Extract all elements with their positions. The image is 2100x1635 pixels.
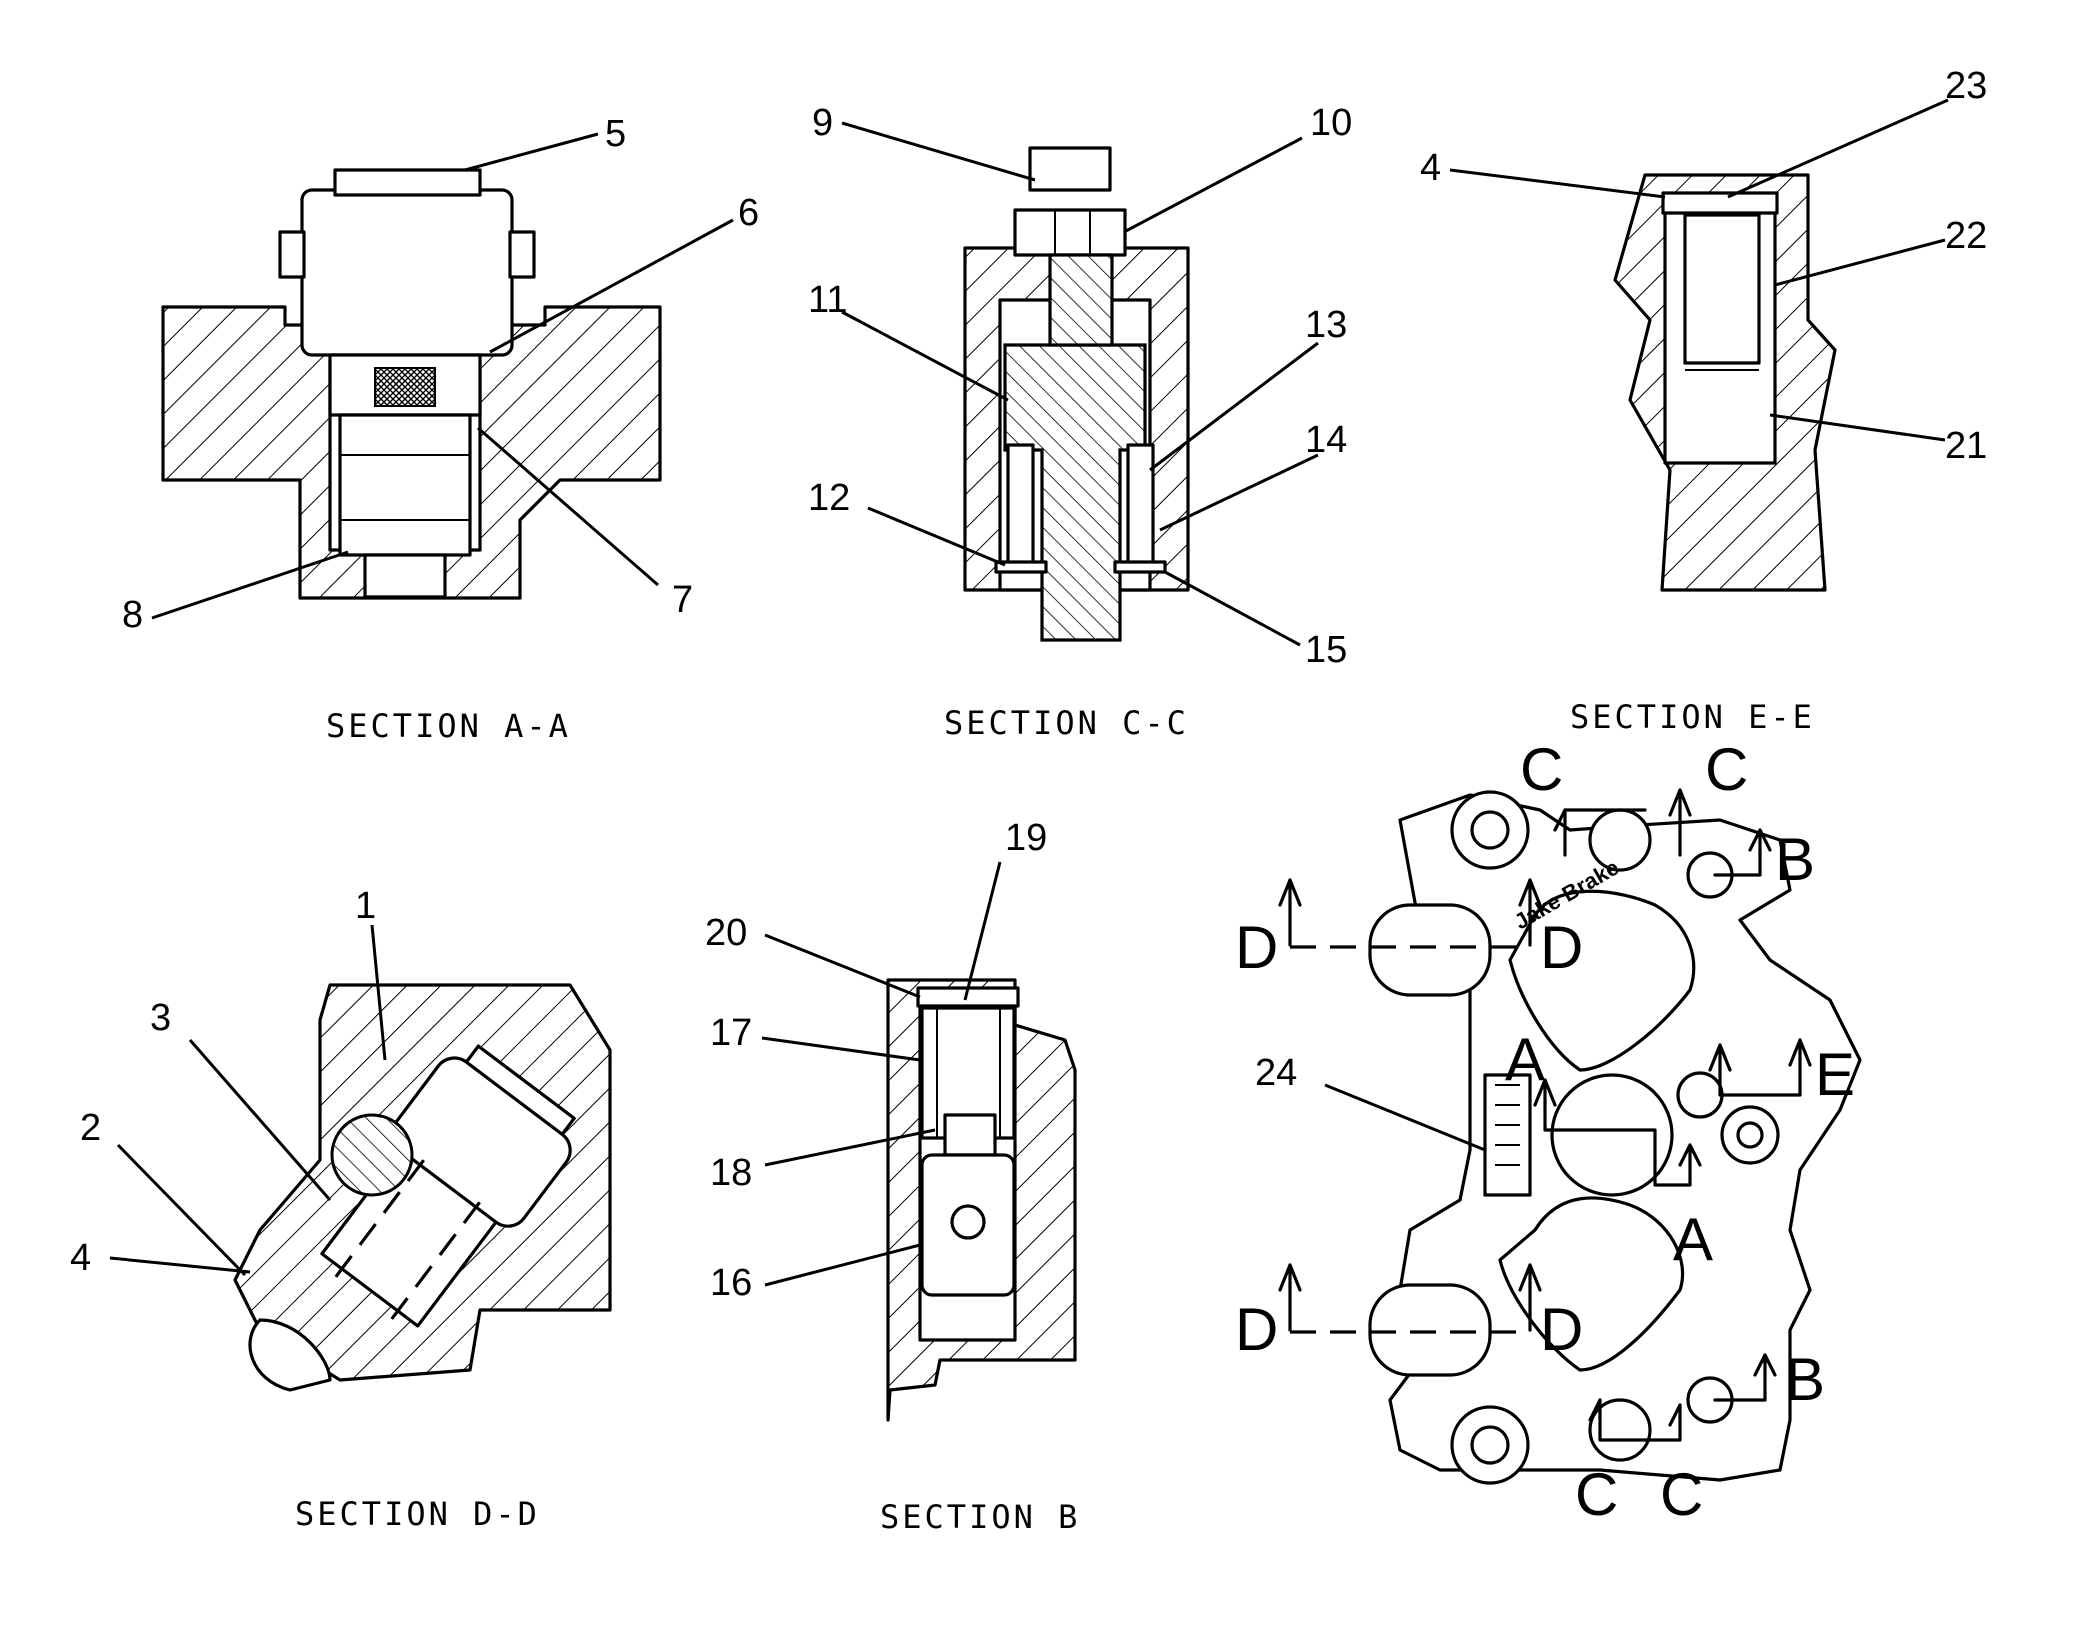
callout-9: 9 [812,102,833,144]
callout-16: 16 [710,1262,752,1304]
valve-cartridge [338,413,472,557]
callout-11: 11 [808,279,847,321]
callout-4: 4 [1420,147,1441,189]
plug-e [1676,1071,1724,1119]
callout-15: 15 [1305,629,1347,671]
section-title: SECTION B [880,1498,1080,1536]
callout-22: 22 [1945,215,1987,257]
valve-assembly [320,1044,576,1328]
section-c-c: 9 10 11 13 12 14 15 SECTION C-C [808,102,1352,742]
mark-d: D [1540,1296,1583,1363]
callout-3: 3 [150,997,171,1039]
section-title: SECTION A-A [326,707,571,745]
callout-18: 18 [710,1152,752,1194]
callout-14: 14 [1305,419,1347,461]
solenoid-body [300,188,514,357]
mark-e: E [1815,1041,1855,1108]
callout-4: 4 [70,1237,91,1279]
ball [330,1113,414,1197]
callout-1: 1 [355,885,376,927]
section-title: SECTION E-E [1570,698,1815,736]
spring-left [1006,443,1035,565]
callout-17: 17 [710,1012,752,1054]
spring-seat-right [1113,560,1167,574]
mark-a: A [1505,1026,1545,1093]
callout-5: 5 [605,113,626,155]
mark-d: D [1235,1296,1278,1363]
solenoid-terminal-left [278,230,306,279]
callout-23: 23 [1945,65,1987,107]
section-a-a: 5 6 7 8 SECTION A-A [122,113,759,745]
mark-b: B [1785,1346,1825,1413]
callout-20: 20 [705,912,747,954]
piston-cap [390,1056,572,1228]
callout-19: 19 [1005,817,1047,859]
callout-7: 7 [672,579,693,621]
connector [1483,1073,1532,1197]
callout-6: 6 [738,192,759,234]
lobe-upper [1508,889,1696,1072]
adjuster-stem [1028,146,1112,192]
section-b: 19 20 17 18 16 SECTION B [705,817,1080,1536]
callout-12: 12 [808,477,850,519]
piston-bore-upper [1368,903,1492,997]
spring-right [1126,443,1155,565]
screen-mesh [374,367,436,407]
section-e-e: 4 23 22 21 SECTION E-E [1420,65,1987,736]
callout-8: 8 [122,594,143,636]
top-view: Jake Brake C C B D D A E A D D B C C 24 [1235,736,1862,1528]
mark-c: C [1660,1461,1703,1528]
lobe-lower [1498,1196,1685,1372]
adjuster-hex [1588,1398,1652,1462]
valve-stem [943,1113,997,1157]
section-title: SECTION C-C [944,704,1189,742]
mark-d: D [1540,914,1583,981]
mark-b: B [1775,826,1815,893]
section-d-d: 1 3 2 4 SECTION D-D [70,885,612,1533]
mark-c: C [1705,736,1748,803]
spring-seat-left [994,560,1048,574]
solenoid-cap [333,168,482,197]
locknut [1013,208,1127,257]
section-title: SECTION D-D [295,1495,540,1533]
adjusting-screw [1048,253,1114,347]
end-plug [248,1318,332,1392]
mark-c: C [1520,736,1563,803]
callout-21: 21 [1945,425,1987,467]
callout-24: 24 [1255,1052,1297,1094]
mark-a: A [1673,1206,1713,1273]
callout-13: 13 [1305,304,1347,346]
plug [1683,213,1761,365]
piston-bore-lower [1368,1283,1492,1377]
solenoid-port [1550,1073,1674,1197]
mark-d: D [1235,914,1278,981]
mark-c: C [1575,1461,1618,1528]
retaining-ring [1661,191,1779,215]
callout-2: 2 [80,1107,101,1149]
solenoid-terminal-right [508,230,536,279]
cartridge-tip [363,553,447,599]
callout-10: 10 [1310,102,1352,144]
